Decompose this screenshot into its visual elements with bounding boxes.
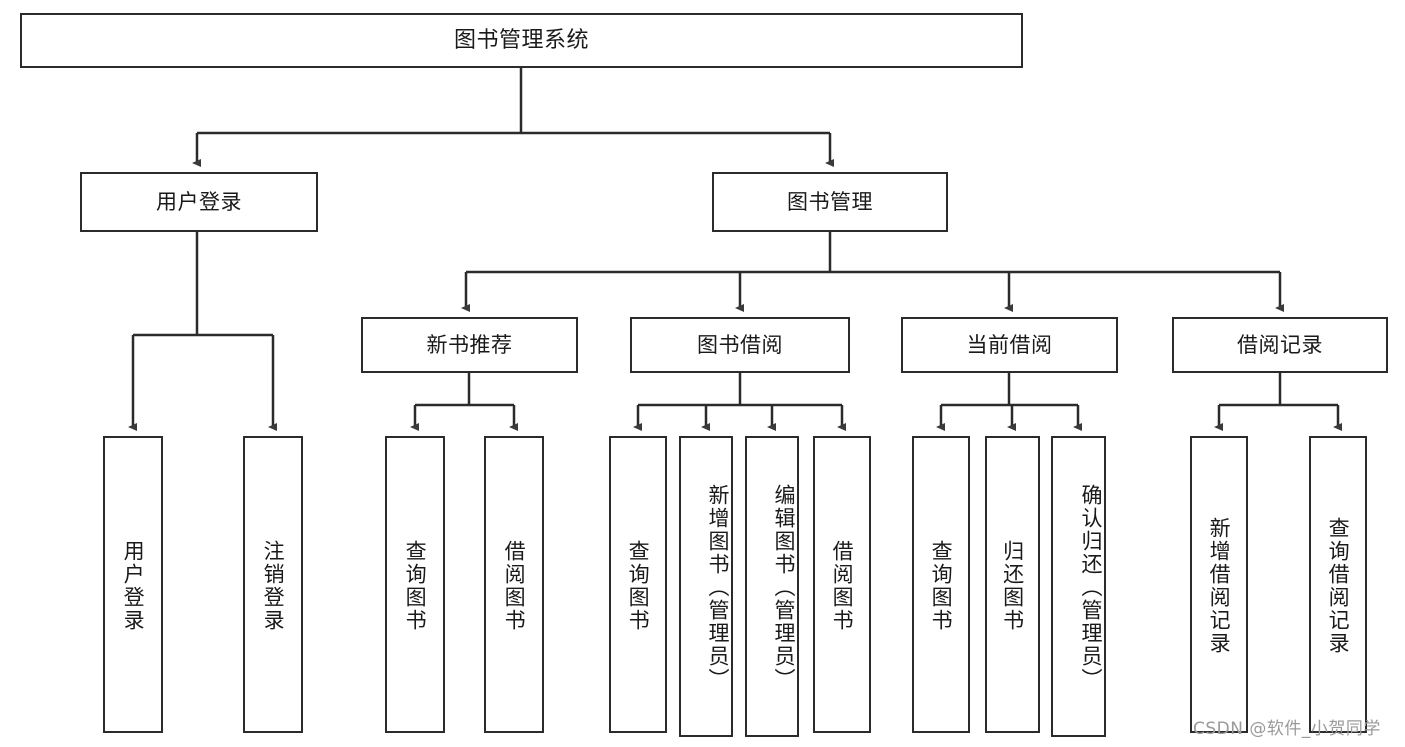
node-label: 借阅记录: [1237, 332, 1323, 357]
node-label: 查询借阅记录: [1326, 516, 1351, 655]
node-label: 用户登录: [121, 539, 146, 632]
leaf-logout[interactable]: 注销登录: [243, 436, 303, 733]
leaf-query-book-current[interactable]: 查询图书: [912, 436, 970, 733]
node-root[interactable]: 图书管理系统: [20, 13, 1023, 68]
node-label: 图书管理: [787, 189, 873, 214]
node-label: 图书管理系统: [453, 27, 589, 53]
node-label: 查询图书: [403, 539, 428, 632]
watermark: CSDN @软件_小贺同学: [1193, 719, 1381, 739]
node-label: 新增借阅记录: [1207, 516, 1232, 655]
node-label: 注销登录: [261, 539, 286, 632]
leaf-add-borrow-record[interactable]: 新增借阅记录: [1190, 436, 1248, 733]
node-label: 用户登录: [156, 189, 242, 214]
node-borrow-record[interactable]: 借阅记录: [1172, 317, 1388, 373]
leaf-query-book-borrow[interactable]: 查询图书: [609, 436, 667, 733]
node-user-login[interactable]: 用户登录: [80, 172, 318, 232]
node-label: 编辑图书（管理员）: [772, 483, 796, 691]
node-label: 查询图书: [929, 539, 954, 632]
leaf-add-book-admin[interactable]: 新增图书（管理员）: [679, 436, 733, 737]
node-label: 借阅图书: [502, 539, 527, 632]
node-label: 归还图书: [1000, 539, 1025, 632]
node-book-borrow[interactable]: 图书借阅: [630, 317, 850, 373]
node-label: 查询图书: [626, 539, 651, 632]
node-current-borrow[interactable]: 当前借阅: [901, 317, 1118, 373]
leaf-borrow-book[interactable]: 借阅图书: [813, 436, 871, 733]
node-label: 新书推荐: [426, 332, 513, 357]
node-label: 借阅图书: [830, 539, 855, 632]
leaf-query-borrow-record[interactable]: 查询借阅记录: [1309, 436, 1367, 733]
node-label: 确认归还（管理员）: [1079, 483, 1103, 691]
leaf-return-book[interactable]: 归还图书: [985, 436, 1040, 733]
node-label: 图书借阅: [697, 332, 783, 357]
leaf-edit-book-admin[interactable]: 编辑图书（管理员）: [745, 436, 799, 737]
node-label: 当前借阅: [966, 332, 1053, 357]
leaf-query-book-recommend[interactable]: 查询图书: [385, 436, 445, 733]
node-book-management[interactable]: 图书管理: [712, 172, 948, 232]
node-label: 新增图书（管理员）: [706, 483, 730, 691]
node-new-book-recommend[interactable]: 新书推荐: [361, 317, 578, 373]
leaf-confirm-return-admin[interactable]: 确认归还（管理员）: [1051, 436, 1106, 737]
leaf-user-login[interactable]: 用户登录: [103, 436, 163, 733]
leaf-borrow-book-recommend[interactable]: 借阅图书: [484, 436, 544, 733]
